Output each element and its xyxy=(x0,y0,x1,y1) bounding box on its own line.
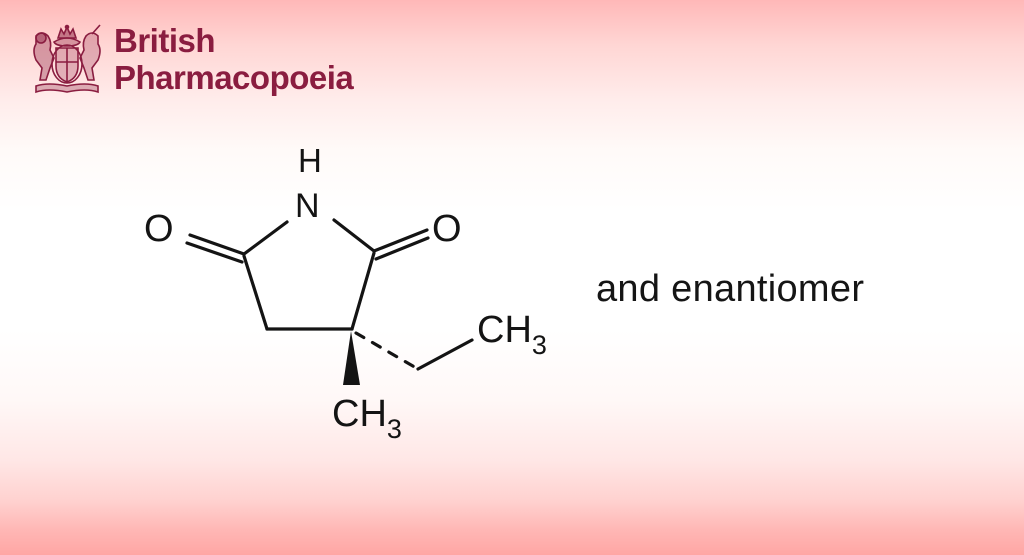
ethyl-subscript: 3 xyxy=(531,330,547,360)
brand-line-2: Pharmacopoeia xyxy=(114,59,354,96)
stereo-note: and enantiomer xyxy=(596,268,865,310)
bond-c5-o-b xyxy=(374,236,430,261)
bond-n-c2 xyxy=(242,220,289,256)
hashed-bond xyxy=(354,331,420,371)
ethyl-ch: CH xyxy=(477,309,532,351)
wedge-bond xyxy=(343,331,360,385)
ethyl-ch3: CH3 xyxy=(477,309,547,360)
atom-n: N xyxy=(295,187,320,225)
bond-n-c5 xyxy=(332,218,376,253)
bond-c2-c3 xyxy=(242,254,269,331)
brand-line-1: British xyxy=(114,22,216,59)
atom-o-left: O xyxy=(144,208,174,250)
bond-c5-o-a xyxy=(372,228,429,253)
bond-c2-o-b xyxy=(185,241,244,264)
brand-logo: British Pharmacopoeia xyxy=(28,22,354,96)
atom-o-right: O xyxy=(432,208,462,250)
methyl-ch3: CH3 xyxy=(332,393,402,444)
methyl-ch: CH xyxy=(332,393,387,435)
brand-name: British Pharmacopoeia xyxy=(114,22,354,96)
bond-c4-c5 xyxy=(350,251,376,331)
methyl-subscript: 3 xyxy=(386,414,402,444)
atom-h: H xyxy=(298,142,322,179)
royal-coat-of-arms-icon xyxy=(33,24,101,94)
bond-ethyl xyxy=(416,338,474,371)
bond-c2-o-a xyxy=(188,233,246,256)
